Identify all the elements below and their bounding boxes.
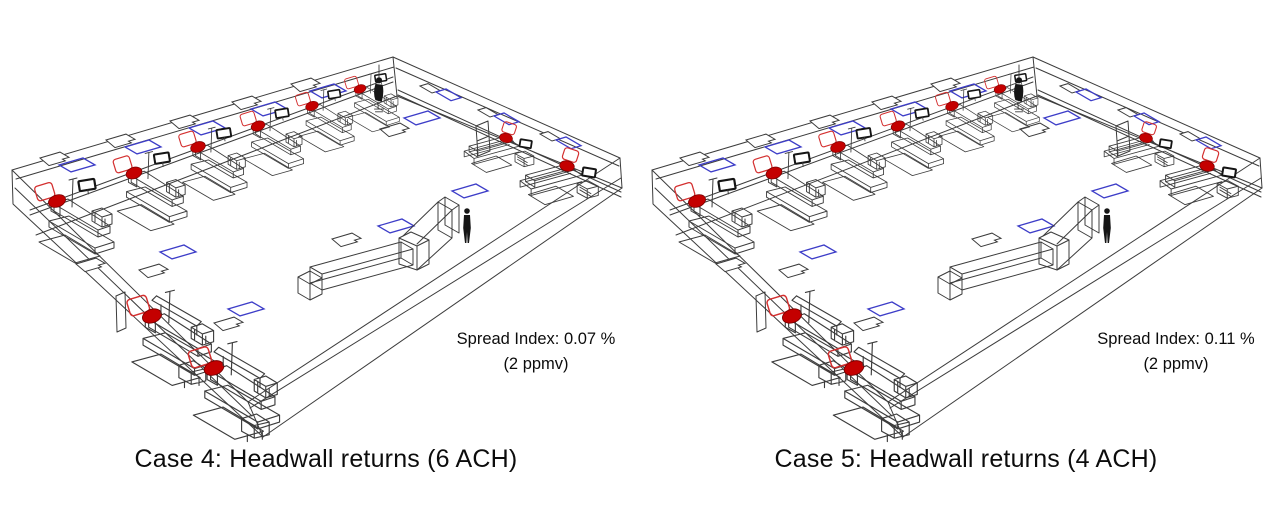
ward-3d-wireframe-case5 <box>640 30 1280 450</box>
panel-caption: Case 5: Headwall returns (4 ACH) <box>774 445 1158 473</box>
ward-3d-wireframe-case4 <box>0 30 640 450</box>
spread-index-threshold: (2 ppmv) <box>503 355 569 373</box>
spread-index-value: Spread Index: 0.11 % <box>1097 330 1255 348</box>
spread-index-annotation: Spread Index: 0.07 % (2 ppmv) <box>430 327 642 377</box>
panel-case4: Spread Index: 0.07 % (2 ppmv) Case 4: He… <box>0 0 642 473</box>
spread-index-value: Spread Index: 0.07 % <box>456 330 616 348</box>
panel-caption: Case 4: Headwall returns (6 ACH) <box>134 445 518 473</box>
panel-case5: Spread Index: 0.11 % (2 ppmv) Case 5: He… <box>640 0 1280 523</box>
spread-index-annotation: Spread Index: 0.11 % (2 ppmv) <box>1070 327 1280 377</box>
spread-index-threshold: (2 ppmv) <box>1143 355 1209 373</box>
